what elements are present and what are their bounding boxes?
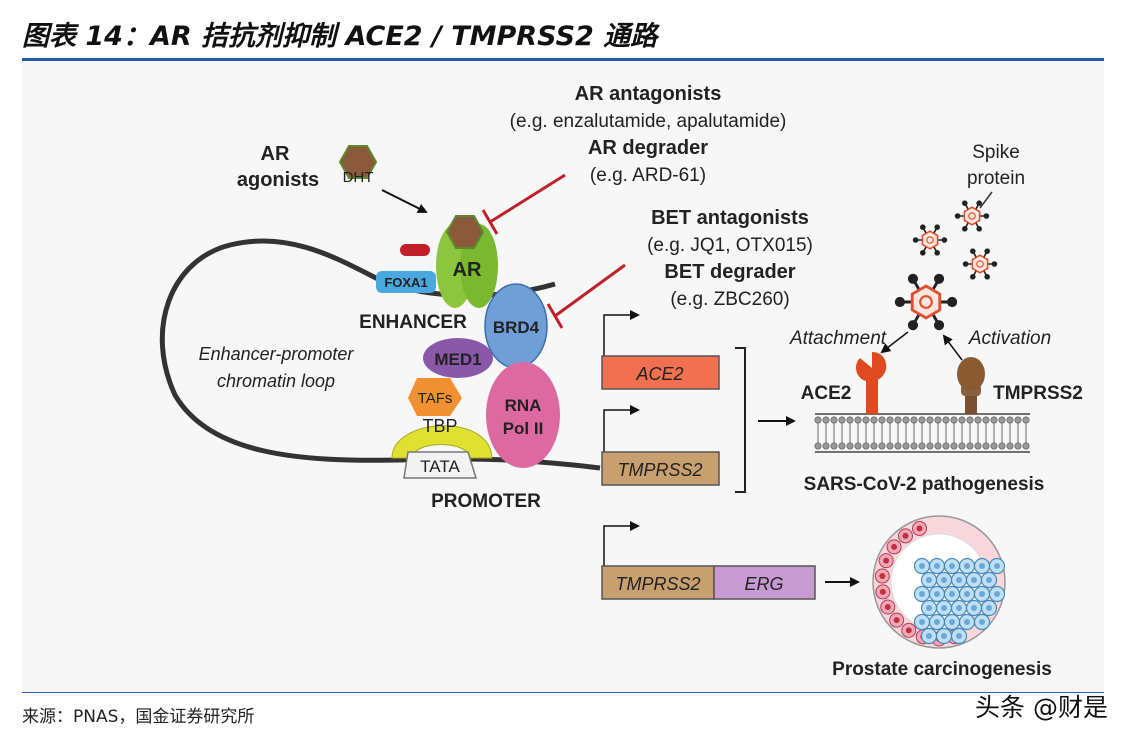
bet-inhibitor-line (554, 263, 626, 318)
tafs (408, 378, 462, 416)
bet-degrader-examples: (e.g. ZBC260) (670, 289, 789, 310)
attachment-label: Attachment (789, 328, 887, 349)
promoter-label: PROMOTER (431, 491, 541, 512)
tmprss2-gene (601, 451, 720, 486)
enhancer-label: ENHANCER (359, 312, 467, 333)
ar-inhibitor-line (489, 173, 566, 224)
prostate-label: Prostate carcinogenesis (832, 659, 1052, 680)
spike-pointer (979, 191, 993, 209)
virus-particle (953, 199, 991, 233)
tafs-label: TAFs (418, 390, 453, 407)
loop-label-2: chromatin loop (217, 371, 335, 391)
ligand-tag (400, 244, 430, 256)
ar-degrader-examples: (e.g. ARD-61) (590, 165, 706, 186)
fusion-tmprss2-gene (601, 565, 715, 600)
pol-ii-label: Pol II (503, 419, 544, 438)
dht-arrow (381, 189, 428, 213)
ace2-gene-label: ACE2 (635, 364, 683, 384)
sars-label: SARS-CoV-2 pathogenesis (804, 474, 1045, 495)
ar-agonists-label: AR (261, 143, 290, 165)
ar-antagonists-title: AR antagonists (575, 83, 722, 105)
prostate-gland (872, 515, 1006, 649)
tbp (391, 425, 493, 459)
gene-bracket (735, 347, 746, 493)
virus-particle (961, 247, 999, 281)
ace2-gene (601, 355, 720, 390)
ace2-receptor-head (856, 352, 887, 382)
ar-label: AR (453, 259, 482, 281)
header-divider (22, 58, 1104, 61)
ace2-receptor-stem (866, 380, 878, 414)
rna-label: RNA (505, 396, 542, 415)
tmprss2-receptor-stem (965, 394, 977, 414)
ar-ligand-hexagon (445, 215, 485, 249)
erg-gene (713, 565, 816, 600)
brd4-label: BRD4 (493, 318, 540, 337)
watermark: 头条 @财是 (975, 693, 1108, 722)
med1-label: MED1 (434, 350, 481, 369)
foxa1-label: FOXA1 (384, 275, 427, 290)
loop-label: Enhancer-promoter (199, 344, 355, 364)
tata-box (403, 451, 478, 479)
ar-inhibitor-bar (481, 209, 499, 235)
fusion-tss-arrow (603, 521, 640, 566)
attachment-arrow (880, 331, 909, 354)
virus-particle-large (893, 272, 959, 332)
footer-divider (22, 692, 1104, 693)
fusion-tmprss2-label: TMPRSS2 (615, 574, 700, 594)
virus-particle (911, 223, 949, 257)
med1 (423, 338, 493, 378)
dht-hexagon (338, 145, 378, 179)
source-note: 来源：PNAS，国金证券研究所 (22, 707, 255, 727)
cell-membrane (814, 413, 1030, 453)
ace2-receptor-label: ACE2 (801, 383, 852, 404)
tata-label: TATA (420, 457, 460, 476)
foxa1-box (376, 271, 436, 293)
bet-inhibitor-bar (546, 303, 564, 329)
rna-pol-ii (486, 362, 560, 468)
bet-antagonists-examples: (e.g. JQ1, OTX015) (647, 235, 813, 256)
ar-agonists-label-2: agonists (237, 169, 319, 191)
ar-antagonists-examples: (e.g. enzalutamide, apalutamide) (510, 111, 787, 132)
dht-label: DHT (343, 169, 374, 186)
ar-degrader-title: AR degrader (588, 137, 708, 159)
spike-label: Spike (972, 142, 1020, 163)
tmprss2-receptor-head (957, 357, 985, 391)
page-title: 图表 14：AR 拮抗剂抑制 ACE2 / TMPRSS2 通路 (22, 21, 658, 52)
tmprss2-tss-arrow (603, 405, 640, 452)
tbp-label: TBP (422, 416, 457, 436)
activation-arrow (942, 334, 963, 361)
spike-label-2: protein (967, 168, 1025, 189)
bet-antagonists-title: BET antagonists (651, 207, 809, 229)
bet-degrader-title: BET degrader (664, 261, 795, 283)
activation-label: Activation (968, 328, 1051, 349)
tmprss2-gene-label: TMPRSS2 (617, 460, 702, 480)
erg-gene-label: ERG (744, 574, 783, 594)
ace2-tss-arrow (603, 310, 640, 356)
tmprss2-receptor-label: TMPRSS2 (993, 383, 1083, 404)
